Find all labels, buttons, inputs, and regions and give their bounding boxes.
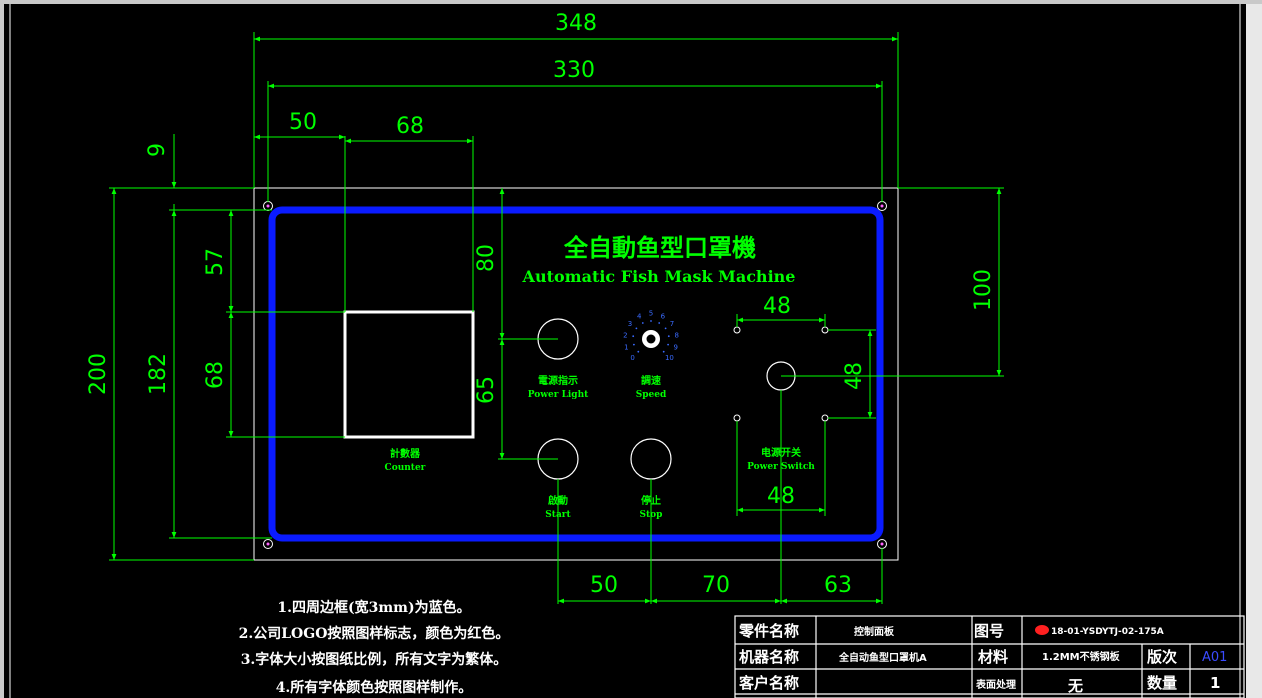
surface-value: 无 (1067, 677, 1083, 695)
quantity-label: 数量 (1147, 674, 1177, 692)
speed-label-en: Speed (636, 390, 667, 400)
start-label-en: Start (545, 510, 571, 520)
dim-70: 70 (702, 573, 730, 598)
knob-scale-tick (632, 335, 635, 338)
dim-50-bottom: 50 (590, 573, 618, 598)
revision-value: A01 (1202, 650, 1227, 665)
dim-57: 57 (203, 248, 228, 276)
knob-scale-tick (667, 343, 669, 346)
knob-scale-label: 8 (674, 331, 678, 339)
dim-68-left: 68 (203, 361, 228, 389)
red-logo-mark (1035, 625, 1049, 635)
title-block-grid (734, 615, 1245, 698)
dim-200: 200 (86, 353, 111, 395)
blue-border-frame (268, 206, 884, 542)
knob-scale-tick (650, 320, 652, 322)
viewport-edge (1246, 4, 1262, 698)
knob-scale-label: 2 (623, 331, 627, 339)
material-value: 1.2MM不锈钢板 (1042, 650, 1121, 663)
power-light-label-en: Power Light (528, 390, 589, 400)
stop-label-cn: 停止 (641, 494, 661, 507)
knob-scale-tick (667, 335, 670, 338)
counter-label-cn: 計數器 (390, 447, 421, 460)
surface-label: 表面处理 (975, 678, 1016, 691)
dim-48-right: 48 (842, 362, 867, 390)
speed-knob (642, 330, 660, 348)
customer-label: 客户名称 (738, 674, 799, 692)
quantity-value: 1 (1210, 674, 1220, 692)
power-switch-label-cn: 电源开关 (761, 446, 801, 459)
dim-100: 100 (971, 269, 996, 311)
dim-80: 80 (474, 244, 499, 272)
knob-scale-label: 1 (624, 344, 628, 352)
knob-scale-tick (664, 327, 667, 330)
dimension-lines (109, 32, 1004, 604)
note-3: 3.字体大小按图纸比例，所有文字为繁体。 (241, 651, 508, 668)
knob-scale-tick (637, 350, 640, 353)
dim-9: 9 (145, 143, 170, 157)
dim-330: 330 (553, 58, 595, 83)
knob-scale-label: 5 (649, 310, 653, 318)
dim-182: 182 (146, 353, 171, 395)
knob-scale-tick (633, 343, 635, 346)
drawing-no-value: 18-01-YSDYTJ-02-175A (1051, 627, 1164, 637)
panel-outline (253, 187, 899, 561)
speed-label-cn: 調速 (641, 374, 661, 387)
drawing-no-label: 图号 (974, 622, 1004, 640)
stop-label-en: Stop (640, 510, 663, 520)
stop-button-hole (630, 438, 672, 480)
power-switch-label-en: Power Switch (747, 462, 815, 472)
note-1: 1.四周边框(宽3mm)为蓝色。 (277, 599, 470, 616)
machine-name-value: 全自动鱼型口罩机A (838, 651, 927, 664)
note-2: 2.公司LOGO按照图样标志，颜色为红色。 (239, 625, 510, 642)
material-label: 材料 (978, 648, 1008, 666)
machine-name-label: 机器名称 (739, 648, 799, 666)
note-4: 4.所有字体颜色按照图样制作。 (276, 679, 473, 696)
power-light-label-cn: 電源指示 (538, 374, 578, 387)
dim-50-top: 50 (289, 110, 317, 135)
knob-scale-label: 6 (661, 312, 666, 320)
counter-label-en: Counter (385, 463, 426, 473)
start-label-cn: 啟動 (548, 494, 568, 507)
knob-scale-label: 4 (637, 312, 642, 320)
part-name-value: 控制面板 (854, 625, 895, 638)
part-name-label: 零件名称 (738, 622, 799, 640)
panel-title-cn: 全自動鱼型口罩機 (563, 234, 756, 262)
counter-window (343, 310, 475, 439)
knob-scale-label: 10 (665, 354, 674, 362)
knob-scale-tick (662, 350, 665, 353)
dim-63: 63 (824, 573, 852, 598)
knob-scale-tick (658, 322, 661, 324)
dim-48-bottom: 48 (767, 484, 795, 509)
knob-scale-label: 3 (628, 320, 632, 328)
panel-title-en: Automatic Fish Mask Machine (522, 267, 796, 286)
knob-scale-tick (635, 327, 638, 330)
knob-scale-tick (641, 322, 644, 324)
dim-348: 348 (555, 11, 597, 36)
knob-scale-label: 7 (670, 320, 674, 328)
knob-scale-label: 9 (673, 344, 677, 352)
dim-65: 65 (474, 376, 499, 404)
revision-label: 版次 (1147, 648, 1177, 666)
dim-48-top: 48 (763, 294, 791, 319)
dim-68-top: 68 (396, 114, 424, 139)
knob-scale-label: 0 (630, 354, 634, 362)
